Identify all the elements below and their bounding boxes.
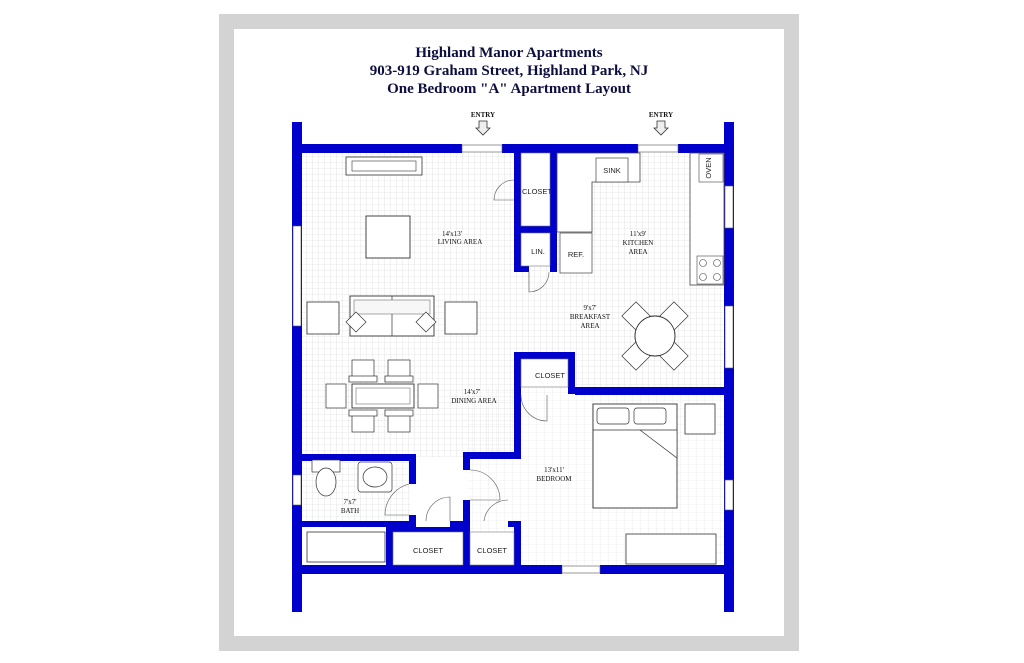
entry-left: ENTRY bbox=[471, 111, 495, 136]
living-name: LIVING AREA bbox=[438, 238, 483, 246]
burner-icon bbox=[699, 259, 707, 267]
refrigerator bbox=[559, 232, 593, 274]
plan-title-address: 903-919 Graham Street, Highland Park, NJ bbox=[369, 63, 649, 79]
bedroom-closet-label: CLOSET bbox=[535, 371, 565, 380]
bath-size: 7'x7' bbox=[343, 498, 356, 506]
arrow-down-icon bbox=[475, 120, 491, 136]
bedroom-closet: CLOSET bbox=[520, 358, 569, 422]
plan-title-building: Highland Manor Apartments bbox=[415, 45, 603, 61]
dining-size: 14'x7' bbox=[464, 388, 481, 396]
linen-label: LIN. bbox=[531, 247, 545, 256]
door-swing bbox=[520, 394, 548, 422]
door-swing bbox=[425, 496, 451, 522]
chair-back bbox=[384, 375, 414, 383]
entry-left-label: ENTRY bbox=[471, 111, 495, 119]
burner-icon bbox=[699, 273, 707, 281]
pillow-icon bbox=[345, 311, 367, 333]
closet-top: CLOSET bbox=[493, 152, 552, 227]
dining-area: 14'x7' DINING AREA bbox=[325, 359, 497, 433]
entry-right-label: ENTRY bbox=[649, 111, 673, 119]
arrow-down-icon bbox=[653, 120, 669, 136]
chair-back bbox=[384, 409, 414, 417]
breakfast-name-2: AREA bbox=[580, 322, 599, 330]
bedroom-name: BEDROOM bbox=[536, 475, 572, 483]
door-swing bbox=[483, 499, 509, 522]
hall-closet-label: CLOSET bbox=[477, 546, 507, 555]
door-swing bbox=[384, 483, 410, 516]
dining-name: DINING AREA bbox=[451, 397, 496, 405]
entry-right: ENTRY bbox=[649, 111, 673, 136]
side-table bbox=[306, 301, 340, 335]
bath-hall-closet-label: CLOSET bbox=[413, 546, 443, 555]
refrigerator-label: REF. bbox=[568, 250, 584, 259]
chair bbox=[417, 383, 439, 409]
door-swing bbox=[528, 271, 550, 293]
door-swing bbox=[469, 469, 501, 501]
toilet-icon bbox=[315, 467, 337, 497]
bathtub bbox=[306, 531, 386, 563]
oven-label: OVEN bbox=[704, 157, 713, 178]
stove bbox=[696, 255, 724, 285]
door-swing bbox=[493, 179, 515, 201]
living-size: 14'x13' bbox=[442, 230, 462, 238]
kitchen-name-1: KITCHEN bbox=[623, 239, 654, 247]
chair bbox=[325, 383, 347, 409]
breakfast-area: 9'x7' BREAKFAST AREA bbox=[570, 301, 689, 371]
dresser bbox=[625, 533, 717, 565]
sink bbox=[595, 157, 629, 183]
plan-title-layout: One Bedroom "A" Apartment Layout bbox=[387, 81, 631, 97]
hall-closets: CLOSET CLOSET bbox=[392, 496, 515, 566]
bedroom: 13'x11' BEDROOM bbox=[469, 403, 717, 565]
bedroom-size: 13'x11' bbox=[544, 466, 564, 474]
breakfast-size: 9'x7' bbox=[583, 304, 596, 312]
burner-icon bbox=[713, 259, 721, 267]
linen-closet: LIN. bbox=[520, 232, 551, 293]
breakfast-name-1: BREAKFAST bbox=[570, 313, 611, 321]
burner-icon bbox=[713, 273, 721, 281]
side-table bbox=[444, 301, 478, 335]
kitchen-name-2: AREA bbox=[628, 248, 647, 256]
windows bbox=[292, 144, 734, 574]
chair-back bbox=[348, 409, 378, 417]
coffee-table bbox=[365, 215, 411, 259]
living-area: 14'x13' LIVING AREA bbox=[306, 156, 483, 337]
pillow-icon bbox=[415, 311, 437, 333]
kitchen-area: SINK REF. OVEN 11'x9' KITCHEN AREA bbox=[556, 152, 725, 286]
pillow-icon bbox=[633, 407, 667, 425]
kitchen-size: 11'x9' bbox=[630, 230, 646, 238]
chair-back bbox=[348, 375, 378, 383]
sink-label: SINK bbox=[603, 166, 621, 175]
closet-top-label: CLOSET bbox=[522, 187, 552, 196]
pillow-icon bbox=[596, 407, 630, 425]
bathroom: 7'x7' BATH bbox=[306, 459, 410, 563]
bath-name: BATH bbox=[341, 507, 359, 515]
sink-icon bbox=[362, 466, 388, 488]
nightstand bbox=[684, 403, 716, 435]
oven bbox=[698, 153, 724, 183]
